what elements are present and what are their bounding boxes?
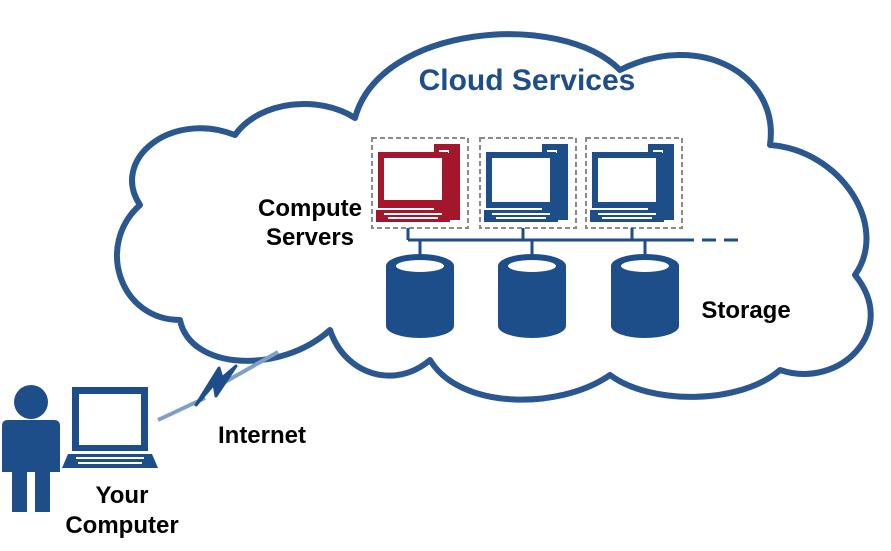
server-3-keyboard — [590, 210, 664, 222]
user-laptop-icon — [62, 387, 158, 468]
server-1-selection-frame — [371, 137, 469, 229]
user-person-icon — [2, 385, 60, 512]
storage-label: Storage — [701, 297, 790, 324]
server-3 — [585, 137, 683, 229]
compute-servers-label-line2: Servers — [266, 224, 354, 251]
storage-1 — [386, 254, 454, 338]
cloud-title: Cloud Services — [419, 64, 636, 97]
server-1-keyboard — [376, 210, 450, 222]
server-1 — [371, 137, 469, 229]
server-3-selection-frame — [585, 137, 683, 229]
server-2 — [479, 137, 577, 229]
your-computer-label-line1: Your — [96, 482, 149, 509]
server-2-selection-frame — [479, 137, 577, 229]
your-computer-label-line2: Computer — [65, 512, 178, 539]
internet-label: Internet — [218, 422, 306, 449]
lightning-icon — [194, 364, 238, 407]
storage-3 — [611, 254, 679, 338]
server-2-keyboard — [484, 210, 558, 222]
internet-link — [157, 350, 279, 422]
storage-2 — [498, 254, 566, 338]
compute-servers-label-line1: Compute — [258, 195, 362, 222]
